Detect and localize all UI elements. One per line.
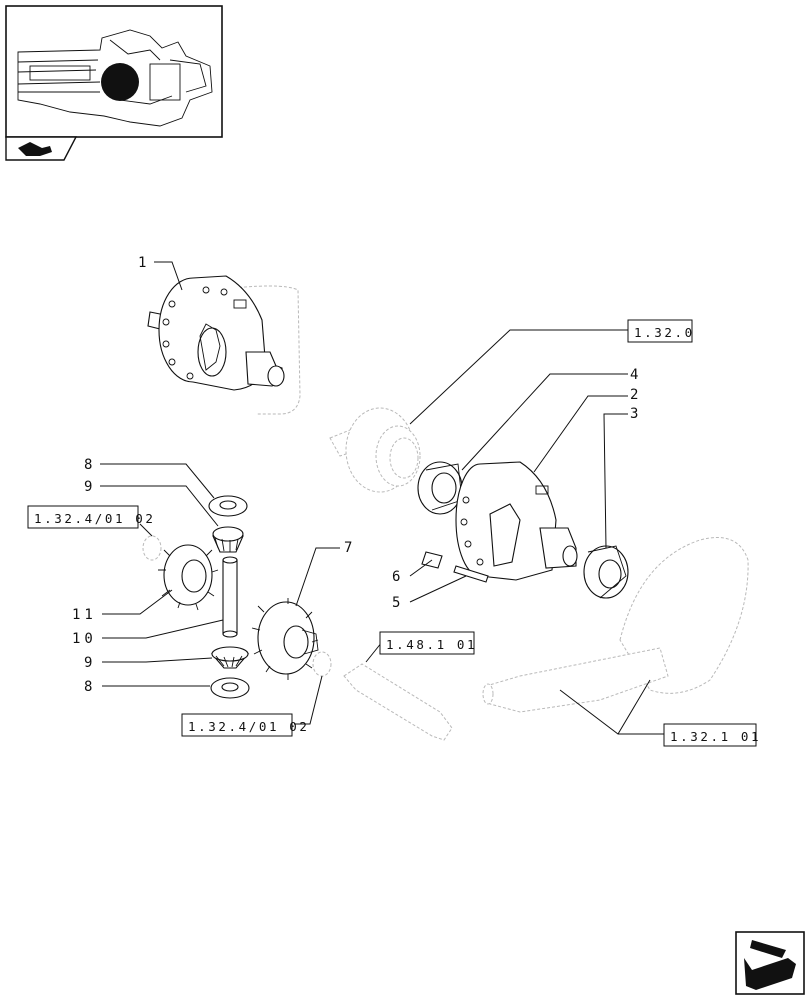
shim-8-top (208, 495, 248, 517)
pin-10 (222, 556, 238, 638)
callout-8-bottom: 8 (84, 679, 92, 695)
next-page-arrow-icon[interactable] (735, 931, 805, 995)
callout-6: 6 (392, 569, 400, 585)
leader-lines (100, 261, 664, 735)
reference-box-1-32-1-01[interactable]: 1.32.1 01 (663, 723, 761, 747)
reference-label: 1.48.1 01 (386, 637, 477, 652)
differential-case (455, 461, 578, 581)
ghost-flange (329, 407, 421, 493)
reference-box-1-32-4-01-02-top[interactable]: 1.32.4/01 02 (27, 505, 156, 529)
reference-label: 1.32.4/01 02 (34, 511, 156, 526)
ghost-ring-right (312, 651, 332, 677)
reference-label: 1.32.0 (634, 325, 695, 340)
bearing-4 (417, 461, 463, 515)
gear-9-bottom (210, 646, 250, 669)
gear-7 (251, 598, 319, 680)
callout-11: 11 (72, 607, 97, 623)
callout-9-bottom: 9 (84, 655, 92, 671)
ghost-shaft (343, 663, 453, 741)
axle-thumbnail-icon (5, 5, 223, 161)
ghost-ring-left (142, 535, 162, 561)
callout-10: 10 (72, 631, 97, 647)
differential-assembly (147, 275, 301, 415)
callout-9-top: 9 (84, 479, 92, 495)
callout-3: 3 (630, 406, 638, 422)
reference-label: 1.32.1 01 (670, 729, 761, 744)
callout-1: 1 (138, 255, 146, 271)
gear-11 (158, 544, 219, 611)
callout-8-top: 8 (84, 457, 92, 473)
bearing-3 (583, 545, 629, 599)
gear-9-top (212, 526, 244, 553)
shim-8-bottom (210, 677, 250, 699)
callout-7: 7 (344, 540, 352, 556)
reference-label: 1.32.4/01 02 (188, 719, 310, 734)
pin-5 (453, 565, 489, 583)
callout-4: 4 (630, 367, 638, 383)
callout-2: 2 (630, 387, 638, 403)
callout-5: 5 (392, 595, 400, 611)
reference-box-1-32-0[interactable]: 1.32.0 (627, 319, 695, 343)
reference-box-1-32-4-01-02-bottom[interactable]: 1.32.4/01 02 (181, 713, 310, 737)
reference-box-1-48-1-01[interactable]: 1.48.1 01 (379, 631, 477, 655)
ghost-crown-wheel (482, 537, 749, 713)
